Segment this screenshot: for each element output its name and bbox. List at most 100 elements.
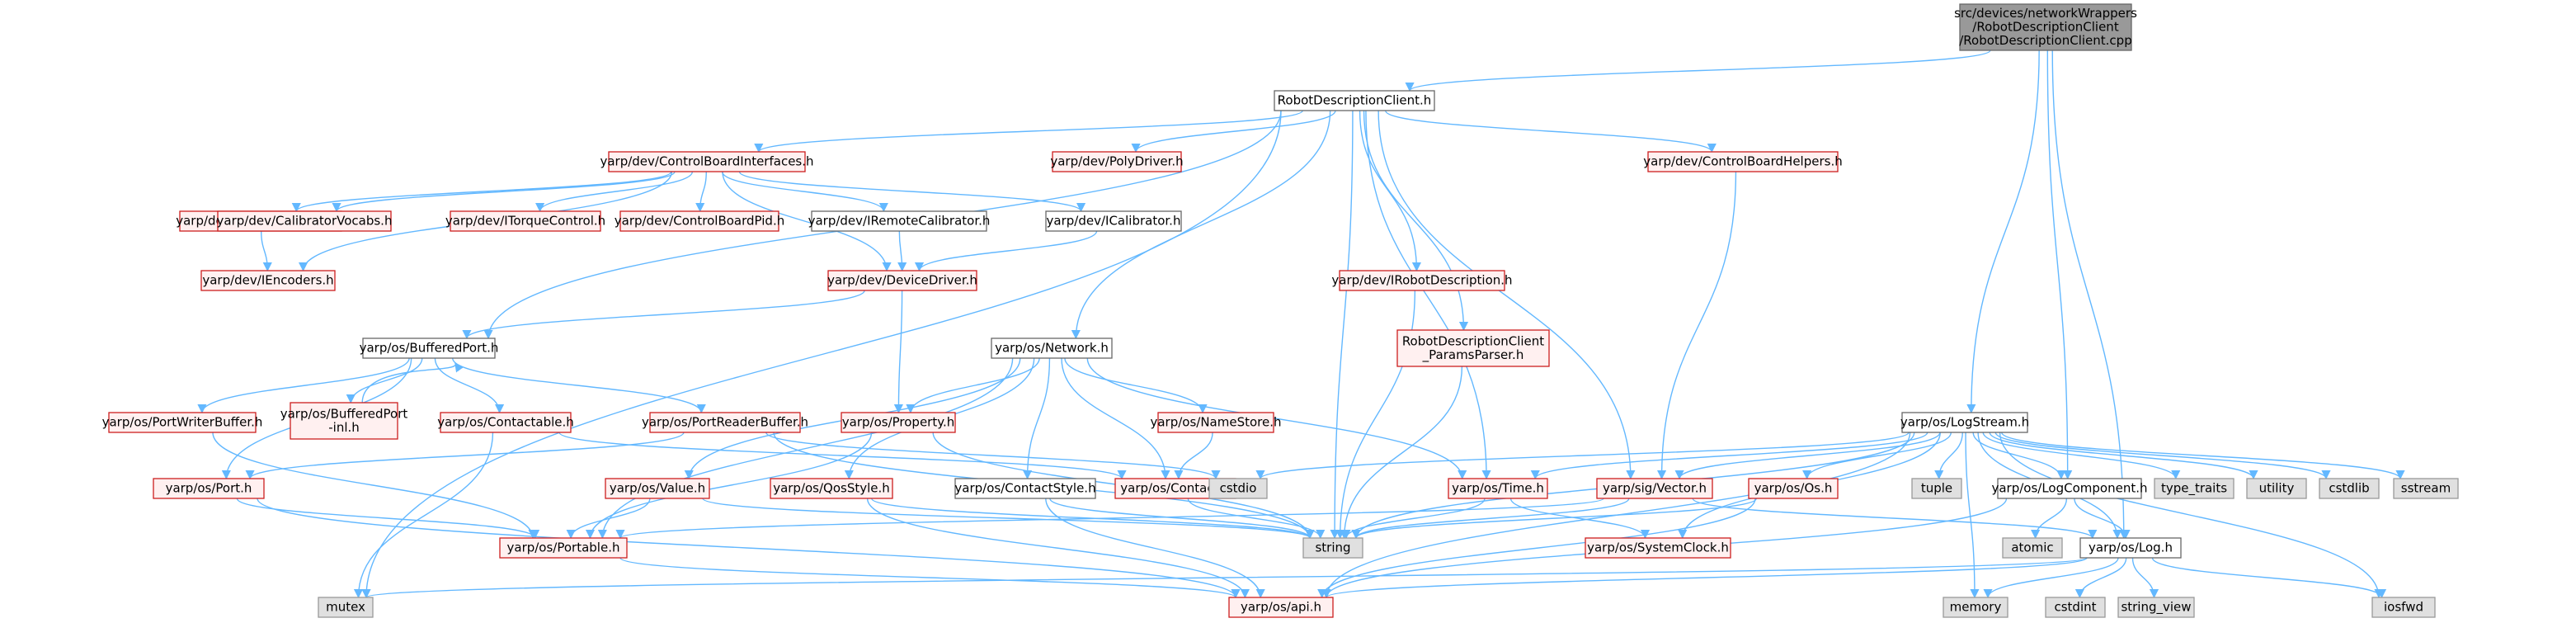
- edge-logcomp-to-log: [2074, 498, 2131, 540]
- node-logstream[interactable]: yarp/os/LogStream.h: [1900, 412, 2029, 433]
- node-label: yarp/os/Network.h: [995, 341, 1109, 356]
- node-box: [2002, 537, 2063, 559]
- node-box: [954, 478, 1096, 499]
- node-box: [649, 412, 801, 433]
- node-vec[interactable]: yarp/sig/Vector.h: [1596, 478, 1713, 499]
- node-box: [770, 478, 893, 499]
- node-box: [827, 270, 977, 291]
- node-cbpid[interactable]: yarp/dev/ControlBoardPid.h: [615, 210, 784, 232]
- node-bp[interactable]: yarp/os/BufferedPort.h: [360, 337, 499, 359]
- node-box: [318, 597, 374, 618]
- node-itc[interactable]: yarp/dev/ITorqueControl.h: [445, 210, 605, 232]
- node-label: /RobotDescriptionClient: [1972, 20, 2119, 35]
- edge-cbi-to-ical: [738, 171, 1085, 213]
- edge-net-to-contact: [1061, 357, 1170, 480]
- node-label: yarp/os/PortWriterBuffer.h: [102, 415, 263, 430]
- edge-root-to-logstream: [1966, 50, 2040, 414]
- node-label: yarp/os/BufferedPort.h: [360, 341, 499, 356]
- node-prop[interactable]: yarp/os/Property.h: [841, 412, 956, 433]
- node-rdc[interactable]: RobotDescriptionClient.h: [1274, 90, 1435, 111]
- edge-logstream-to-logcomp: [1972, 432, 2066, 480]
- node-ical[interactable]: yarp/dev/ICalibrator.h: [1045, 210, 1182, 232]
- node-poly[interactable]: yarp/dev/PolyDriver.h: [1050, 151, 1184, 172]
- node-sysclk[interactable]: yarp/os/SystemClock.h: [1585, 537, 1731, 559]
- node-label: iosfwd: [2384, 600, 2423, 615]
- edge-net-to-cstyle: [1022, 357, 1051, 480]
- node-box: [2045, 597, 2106, 618]
- edge-cbi-to-itc: [535, 171, 694, 213]
- node-calv[interactable]: yarp/dev/CalibratorVocabs.h: [217, 210, 393, 232]
- node-cbh[interactable]: yarp/dev/ControlBoardHelpers.h: [1643, 151, 1843, 172]
- node-box: [290, 402, 398, 440]
- node-label: yarp/os/Port.h: [166, 481, 252, 496]
- edge-log-to-memory: [1983, 557, 2119, 599]
- edge-portable-to-api: [619, 557, 1241, 599]
- edge-logstream-to-osh: [1802, 432, 1952, 480]
- edge-ird-to-string: [1335, 290, 1416, 540]
- node-label: memory: [1950, 600, 2002, 615]
- edge-cbi-to-cbpid: [695, 171, 707, 213]
- node-label: yarp/os/BufferedPort: [280, 406, 408, 421]
- node-log[interactable]: yarp/os/Log.h: [2079, 537, 2182, 559]
- node-val[interactable]: yarp/os/Value.h: [605, 478, 710, 499]
- node-sstream: sstream: [2393, 478, 2459, 499]
- node-portable[interactable]: yarp/os/Portable.h: [499, 537, 628, 559]
- edge-rdc-to-net: [1071, 110, 1331, 340]
- node-logcomp[interactable]: yarp/os/LogComponent.h: [1991, 478, 2148, 499]
- node-dd[interactable]: yarp/dev/DeviceDriver.h: [827, 270, 977, 291]
- node-qos[interactable]: yarp/os/QosStyle.h: [770, 478, 893, 499]
- node-label: yarp/os/LogComponent.h: [1991, 481, 2147, 496]
- node-label: yarp/sig/Vector.h: [1603, 481, 1707, 496]
- node-cstyle[interactable]: yarp/os/ContactStyle.h: [954, 478, 1096, 499]
- node-label: RobotDescriptionClient.h: [1278, 93, 1432, 108]
- node-box: [605, 478, 710, 499]
- node-rdcpp[interactable]: RobotDescriptionClient_ParamsParser.h: [1396, 329, 1550, 367]
- node-box: [619, 210, 779, 232]
- node-bpinl[interactable]: yarp/os/BufferedPort-inl.h: [280, 402, 408, 440]
- edge-root-to-log: [2051, 50, 2129, 540]
- edge-net-to-portable: [597, 357, 1014, 540]
- node-label: yarp/os/NameStore.h: [1150, 415, 1281, 430]
- node-box: [362, 337, 496, 359]
- node-label: type_traits: [2161, 481, 2227, 497]
- edge-cstyle-to-api: [1045, 498, 1265, 599]
- node-label: _ParamsParser.h: [1422, 347, 1524, 363]
- edge-logstream-to-tt: [1982, 432, 2181, 480]
- node-box: [1647, 151, 1839, 172]
- node-ctbl[interactable]: yarp/os/Contactable.h: [437, 412, 574, 433]
- node-box: [2371, 597, 2436, 618]
- node-box: [1596, 478, 1713, 499]
- node-cbi[interactable]: yarp/dev/ControlBoardInterfaces.h: [600, 151, 814, 172]
- node-label: yarp/dev/ControlBoardHelpers.h: [1643, 154, 1842, 169]
- node-iosfwd: iosfwd: [2371, 597, 2436, 618]
- node-api[interactable]: yarp/os/api.h: [1228, 597, 1334, 618]
- edge-dd-to-prop: [893, 290, 904, 414]
- edge-cstyle-to-string: [1049, 498, 1315, 540]
- node-label: yarp/dev/ICalibrator.h: [1047, 214, 1181, 229]
- edge-ical-to-dd: [914, 230, 1098, 272]
- node-pwb[interactable]: yarp/os/PortWriterBuffer.h: [102, 412, 263, 433]
- node-label: string_view: [2121, 600, 2191, 616]
- node-prb[interactable]: yarp/os/PortReaderBuffer.h: [642, 412, 808, 433]
- node-ird[interactable]: yarp/dev/IRobotDescription.h: [1331, 270, 1513, 291]
- edge-irc-to-dd: [897, 230, 907, 272]
- node-ns[interactable]: yarp/os/NameStore.h: [1150, 412, 1282, 433]
- node-label: yarp/os/ContactStyle.h: [954, 481, 1095, 496]
- node-time[interactable]: yarp/os/Time.h: [1448, 478, 1548, 499]
- node-label: yarp/os/QosStyle.h: [773, 481, 890, 496]
- edge-pwb-to-portable: [212, 432, 538, 540]
- node-label: yarp/dev/ControlBoardPid.h: [615, 214, 784, 229]
- node-box: [1748, 478, 1839, 499]
- node-label: yarp/os/LogStream.h: [1900, 415, 2029, 430]
- node-label: mutex: [326, 600, 365, 615]
- node-irc[interactable]: yarp/dev/IRemoteCalibrator.h: [808, 210, 991, 232]
- edge-prb-to-port: [245, 432, 685, 480]
- node-port[interactable]: yarp/os/Port.h: [153, 478, 265, 499]
- node-osh[interactable]: yarp/os/Os.h: [1748, 478, 1839, 499]
- node-net[interactable]: yarp/os/Network.h: [991, 337, 1113, 359]
- edge-cbi-to-irc: [721, 171, 888, 213]
- node-box: [2079, 537, 2182, 559]
- node-ienc[interactable]: yarp/dev/IEncoders.h: [200, 270, 336, 291]
- edge-val-to-portable: [566, 498, 651, 540]
